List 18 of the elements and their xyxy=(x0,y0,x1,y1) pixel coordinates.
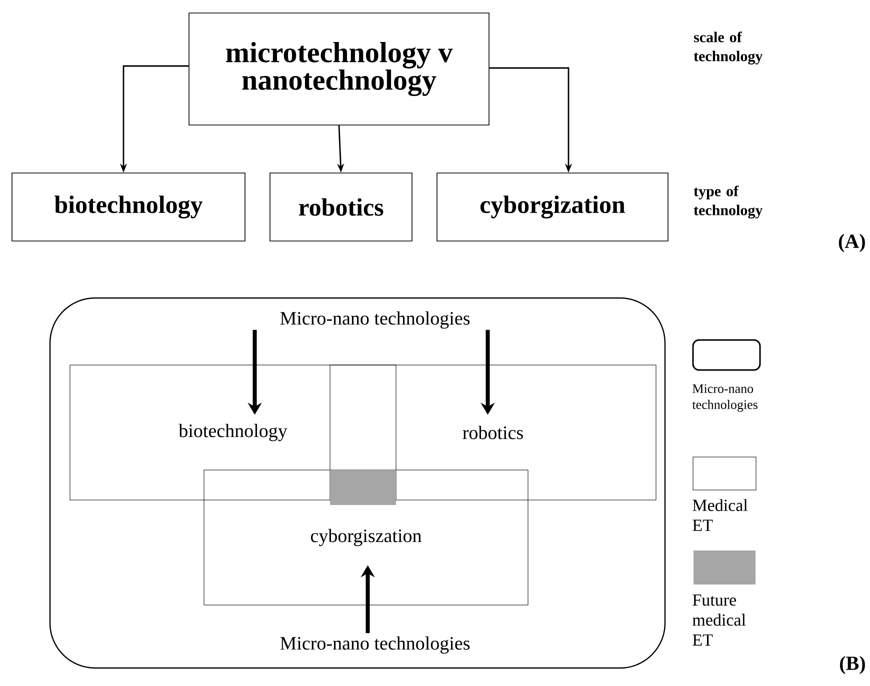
technology-box: cyborgization xyxy=(436,172,668,242)
technology-box: robotics xyxy=(330,364,656,500)
panel-label: (B) xyxy=(840,656,865,674)
technology-box: robotics xyxy=(270,172,412,242)
scale-label: type of technology xyxy=(694,186,763,218)
technology-box: biotechnology xyxy=(70,364,396,500)
technology-box: cyborgiszation xyxy=(204,470,528,606)
legend-text: Medical ET xyxy=(692,499,748,531)
rounded-frame xyxy=(49,297,666,669)
panel-label: (A) xyxy=(838,234,865,252)
technology-box: biotechnology xyxy=(12,172,246,242)
legend-text: Future medical ET xyxy=(692,594,746,646)
scale-label: scale of technology xyxy=(694,32,763,64)
source-label: Micro-nano technologies xyxy=(280,311,470,329)
source-label: Micro-nano technologies xyxy=(280,636,470,654)
legend-text: Micro-nano technologies xyxy=(692,384,758,412)
technology-box: microtechnology v nanotechnology xyxy=(188,12,490,126)
overlap-box xyxy=(330,470,396,505)
